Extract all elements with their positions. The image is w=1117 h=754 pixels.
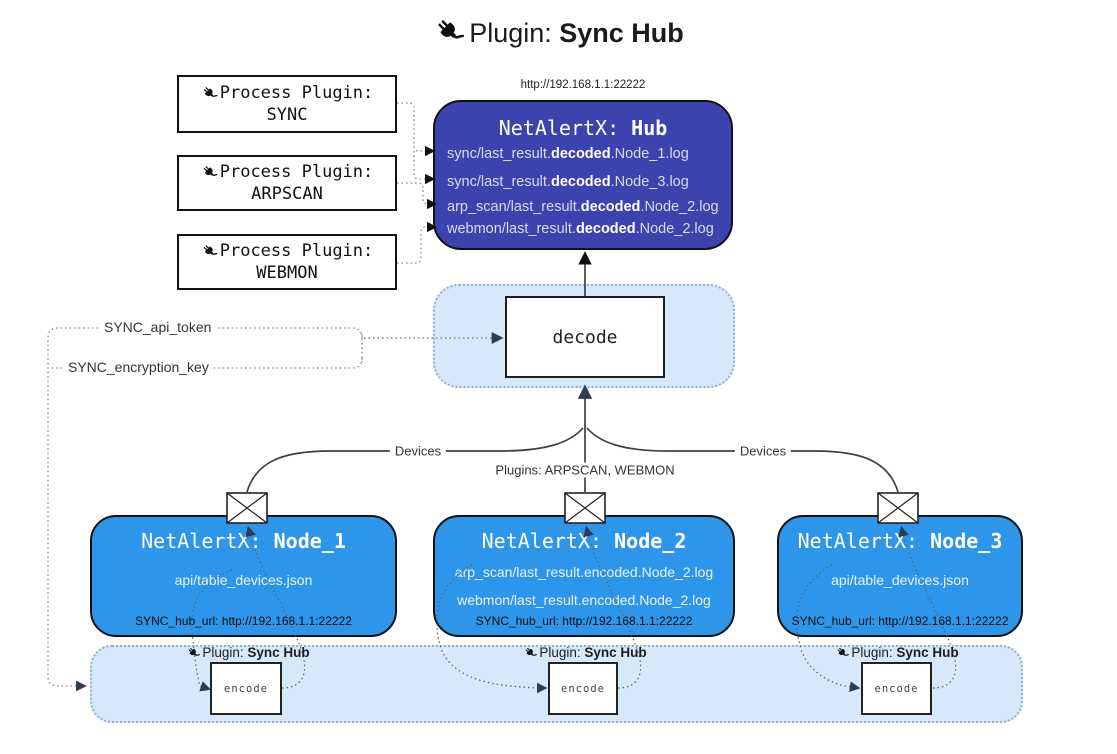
node-file-line: arp_scan/last_result.encoded.Node_2.log — [454, 564, 714, 580]
plug-icon — [523, 646, 537, 660]
plug-icon — [201, 243, 218, 260]
diagram-title-prefix: Plugin: — [469, 18, 552, 48]
devices-left-label: Devices — [389, 443, 447, 459]
encode-section-label: Plugin: Sync Hub — [186, 645, 310, 660]
node-title: NetAlertX: Node_3 — [797, 529, 1003, 553]
node-hub-url: SYNC_hub_url: http://192.168.1.1:22222 — [475, 614, 693, 628]
plug-icon — [433, 16, 465, 48]
node-title: NetAlertX: Node_1 — [141, 529, 346, 553]
node-file-line: api/table_devices.json — [831, 572, 969, 588]
plug-icon — [835, 646, 849, 660]
hub-url-label: http://192.168.1.1:22222 — [520, 79, 646, 91]
diagram-title-name: Sync Hub — [559, 18, 684, 48]
edge-sync-plugin-line1 — [397, 102, 436, 157]
devices-right-label: Devices — [734, 443, 792, 459]
node-title: NetAlertX: Node_2 — [481, 529, 687, 553]
encode-box: encode — [210, 662, 282, 715]
encode-section-label: Plugin: Sync Hub — [835, 645, 959, 660]
process-plugin-arpscan: Process Plugin: ARPSCAN — [177, 155, 397, 211]
process-plugin-webmon: Process Plugin: WEBMON — [177, 234, 397, 290]
process-plugin-name: ARPSCAN — [251, 184, 323, 204]
node-1: NetAlertX: Node_1 api/table_devices.json… — [90, 515, 397, 637]
hub-log-line: webmon/last_result.decoded.Node_2.log — [447, 221, 714, 237]
decode-box: decode — [505, 296, 665, 378]
process-plugin-sync: Process Plugin: SYNC — [177, 75, 397, 133]
edge-node1-devices — [246, 427, 584, 493]
node-2: NetAlertX: Node_2 arp_scan/last_result.e… — [433, 515, 735, 637]
edge-webmon-plugin — [397, 221, 438, 264]
hub-log-line: sync/last_result.decoded.Node_3.log — [447, 174, 689, 190]
plugins-middle-label: Plugins: ARPSCAN, WEBMON — [490, 462, 680, 478]
node-file-line: webmon/last_result.encoded.Node_2.log — [457, 592, 711, 608]
edge-sync-plugin-line2 — [413, 151, 436, 185]
sync-api-token-label: SYNC_api_token — [100, 319, 216, 335]
process-plugin-name: SYNC — [266, 105, 308, 125]
node-hub-url: SYNC_hub_url: http://192.168.1.1:22222 — [135, 614, 352, 628]
node-file-line: api/table_devices.json — [174, 572, 313, 588]
hub-log-line: arp_scan/last_result.decoded.Node_2.log — [447, 199, 719, 215]
plug-icon — [201, 85, 218, 102]
edge-node3-devices — [586, 427, 899, 493]
encode-section-label: Plugin: Sync Hub — [523, 645, 647, 660]
edge-arpscan-plugin — [397, 182, 438, 210]
hub-node: NetAlertX: Hub sync/last_result.decoded.… — [433, 100, 733, 250]
hub-title: NetAlertX: Hub — [498, 116, 668, 140]
process-plugin-name: WEBMON — [256, 263, 318, 283]
node-3: NetAlertX: Node_3 api/table_devices.json… — [777, 515, 1023, 637]
sync-encryption-key-label: SYNC_encryption_key — [64, 359, 213, 375]
encode-box: encode — [548, 662, 618, 715]
hub-log-line: sync/last_result.decoded.Node_1.log — [447, 146, 689, 162]
plug-icon — [186, 646, 200, 660]
diagram-title: Plugin: Sync Hub — [0, 16, 1117, 49]
plug-icon — [201, 164, 218, 181]
encode-box: encode — [861, 662, 932, 715]
node-hub-url: SYNC_hub_url: http://192.168.1.1:22222 — [791, 614, 1009, 628]
